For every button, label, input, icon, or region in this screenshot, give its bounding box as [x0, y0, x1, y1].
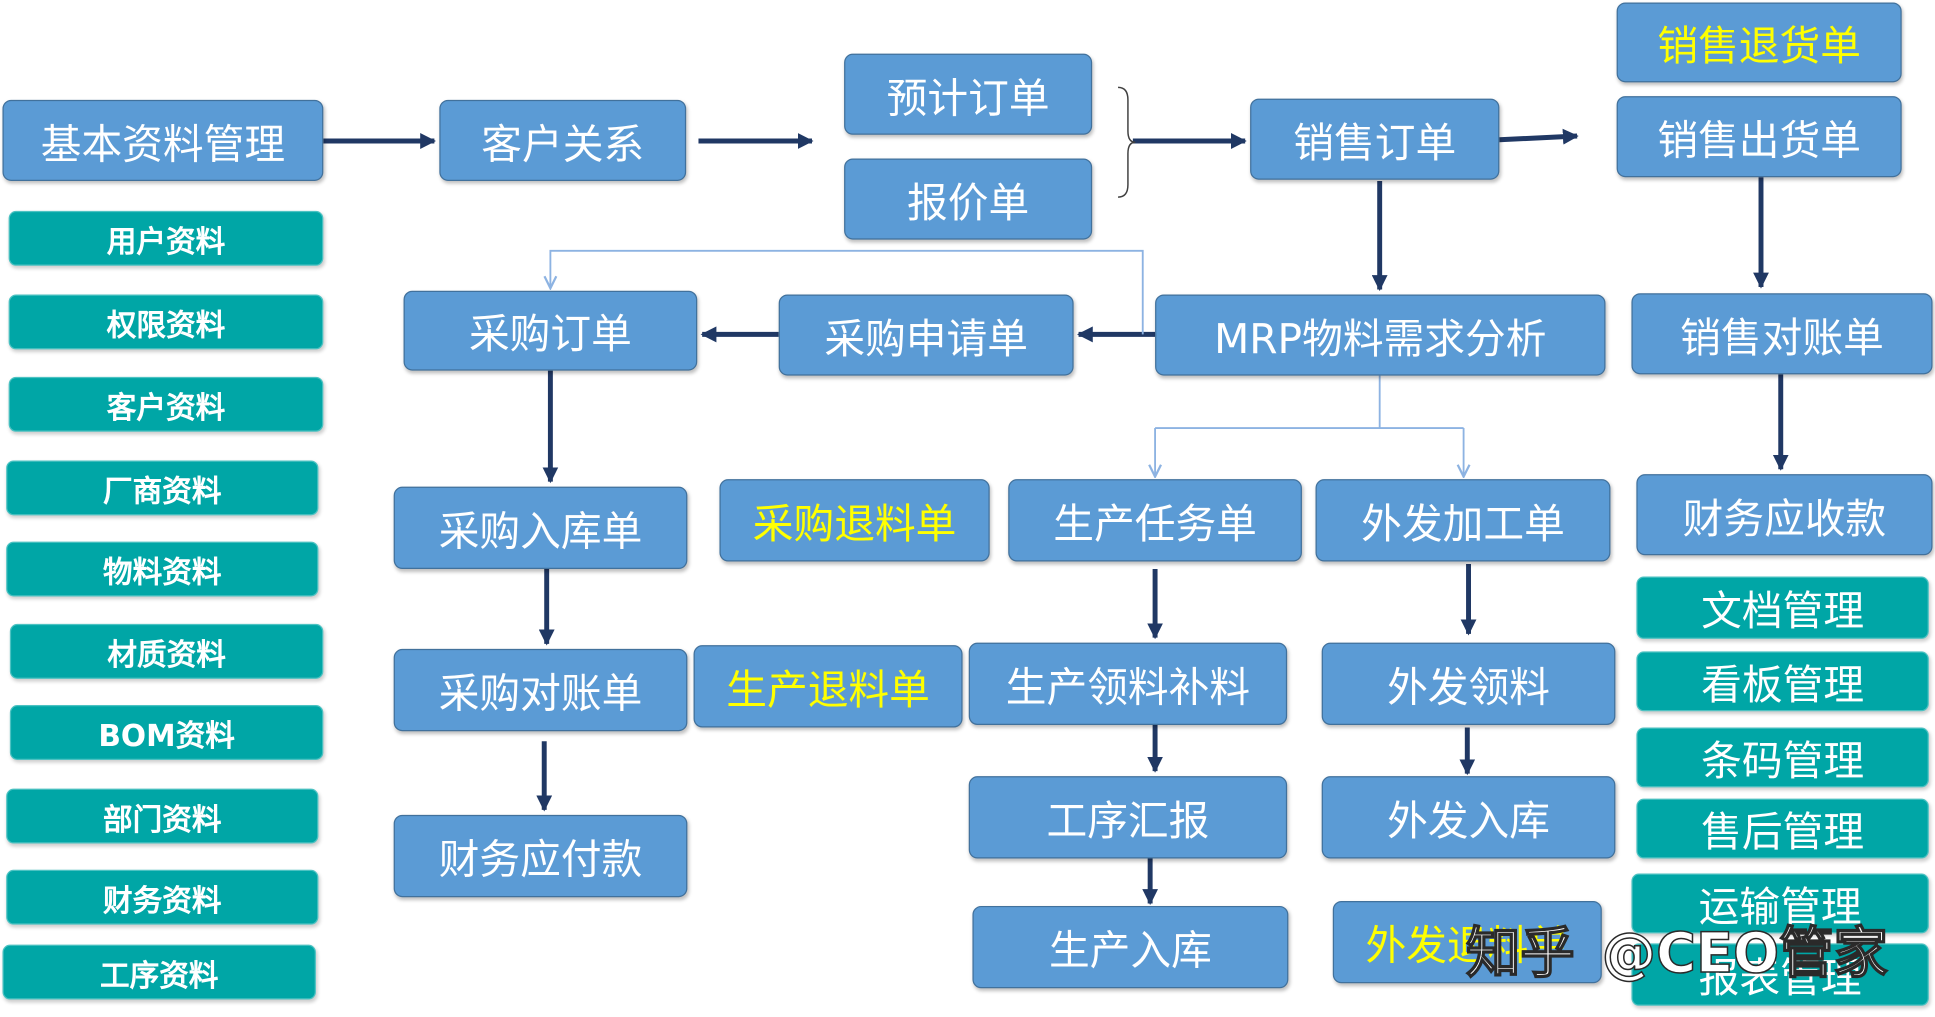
- mgmt-item-after-sales[interactable]: 售后管理: [1636, 798, 1929, 859]
- sales-return-box[interactable]: 销售退货单: [1616, 2, 1902, 83]
- watermark: 知乎 @CEO管家: [1465, 908, 1888, 988]
- purchase-receipt-box[interactable]: 采购入库单: [393, 486, 688, 570]
- watermark-logo: 知乎: [1465, 921, 1575, 986]
- mgmt-item-document[interactable]: 文档管理: [1636, 576, 1929, 639]
- production-receipt-box[interactable]: 生产入库: [972, 905, 1289, 989]
- mgmt-item-report[interactable]: 报表管理: [1631, 943, 1929, 1006]
- outsourcing-return-box[interactable]: 外发退料单: [1332, 900, 1602, 984]
- brace-icon: [1118, 86, 1136, 198]
- accounts-receivable-box[interactable]: 财务应收款: [1636, 474, 1933, 556]
- basic-item-permission[interactable]: 权限资料: [8, 294, 324, 350]
- basic-item-bom[interactable]: BOM资料: [9, 705, 324, 760]
- connector-mrp-to-purchase-order: [550, 249, 1144, 335]
- basic-item-finance[interactable]: 财务资料: [6, 869, 319, 925]
- process-report-box[interactable]: 工序汇报: [968, 776, 1288, 859]
- basic-item-vendor[interactable]: 厂商资料: [6, 460, 319, 516]
- accounts-payable-box[interactable]: 财务应付款: [393, 814, 688, 898]
- purchase-reconciliation-box[interactable]: 采购对账单: [393, 648, 688, 732]
- basic-item-process[interactable]: 工序资料: [2, 944, 316, 1000]
- outsourcing-order-box[interactable]: 外发加工单: [1315, 479, 1611, 562]
- sales-reconciliation-box[interactable]: 销售对账单: [1631, 293, 1933, 375]
- purchase-order-box[interactable]: 采购订单: [403, 290, 698, 371]
- mrp-analysis-box[interactable]: MRP物料需求分析: [1155, 294, 1606, 376]
- purchase-return-box[interactable]: 采购退料单: [719, 479, 990, 562]
- basic-data-mgmt-box[interactable]: 基本资料管理: [2, 99, 324, 181]
- mgmt-item-kanban[interactable]: 看板管理: [1636, 651, 1929, 712]
- production-picking-box[interactable]: 生产领料补料: [968, 642, 1288, 726]
- outsourcing-receipt-box[interactable]: 外发入库: [1321, 776, 1616, 859]
- production-task-box[interactable]: 生产任务单: [1008, 479, 1302, 562]
- purchase-request-box[interactable]: 采购申请单: [778, 294, 1074, 376]
- basic-item-department[interactable]: 部门资料: [6, 788, 319, 844]
- basic-item-user[interactable]: 用户资料: [8, 210, 324, 266]
- sales-delivery-box[interactable]: 销售出货单: [1616, 96, 1902, 178]
- basic-item-material[interactable]: 物料资料: [6, 541, 319, 597]
- basic-item-customer[interactable]: 客户资料: [8, 376, 324, 432]
- mgmt-item-barcode[interactable]: 条码管理: [1636, 727, 1929, 788]
- production-return-box[interactable]: 生产退料单: [693, 645, 963, 728]
- sales-order-box[interactable]: 销售订单: [1250, 98, 1500, 180]
- mgmt-item-transport[interactable]: 运输管理: [1631, 873, 1929, 934]
- forecast-order-box[interactable]: 预计订单: [844, 53, 1093, 135]
- arrow-sales-order-to-delivery: [1499, 128, 1579, 145]
- basic-item-texture[interactable]: 材质资料: [9, 623, 324, 679]
- quotation-box[interactable]: 报价单: [844, 158, 1093, 240]
- watermark-handle: @CEO管家: [1601, 921, 1888, 986]
- customer-relation-box[interactable]: 客户关系: [439, 99, 687, 181]
- outsourcing-picking-box[interactable]: 外发领料: [1321, 642, 1616, 726]
